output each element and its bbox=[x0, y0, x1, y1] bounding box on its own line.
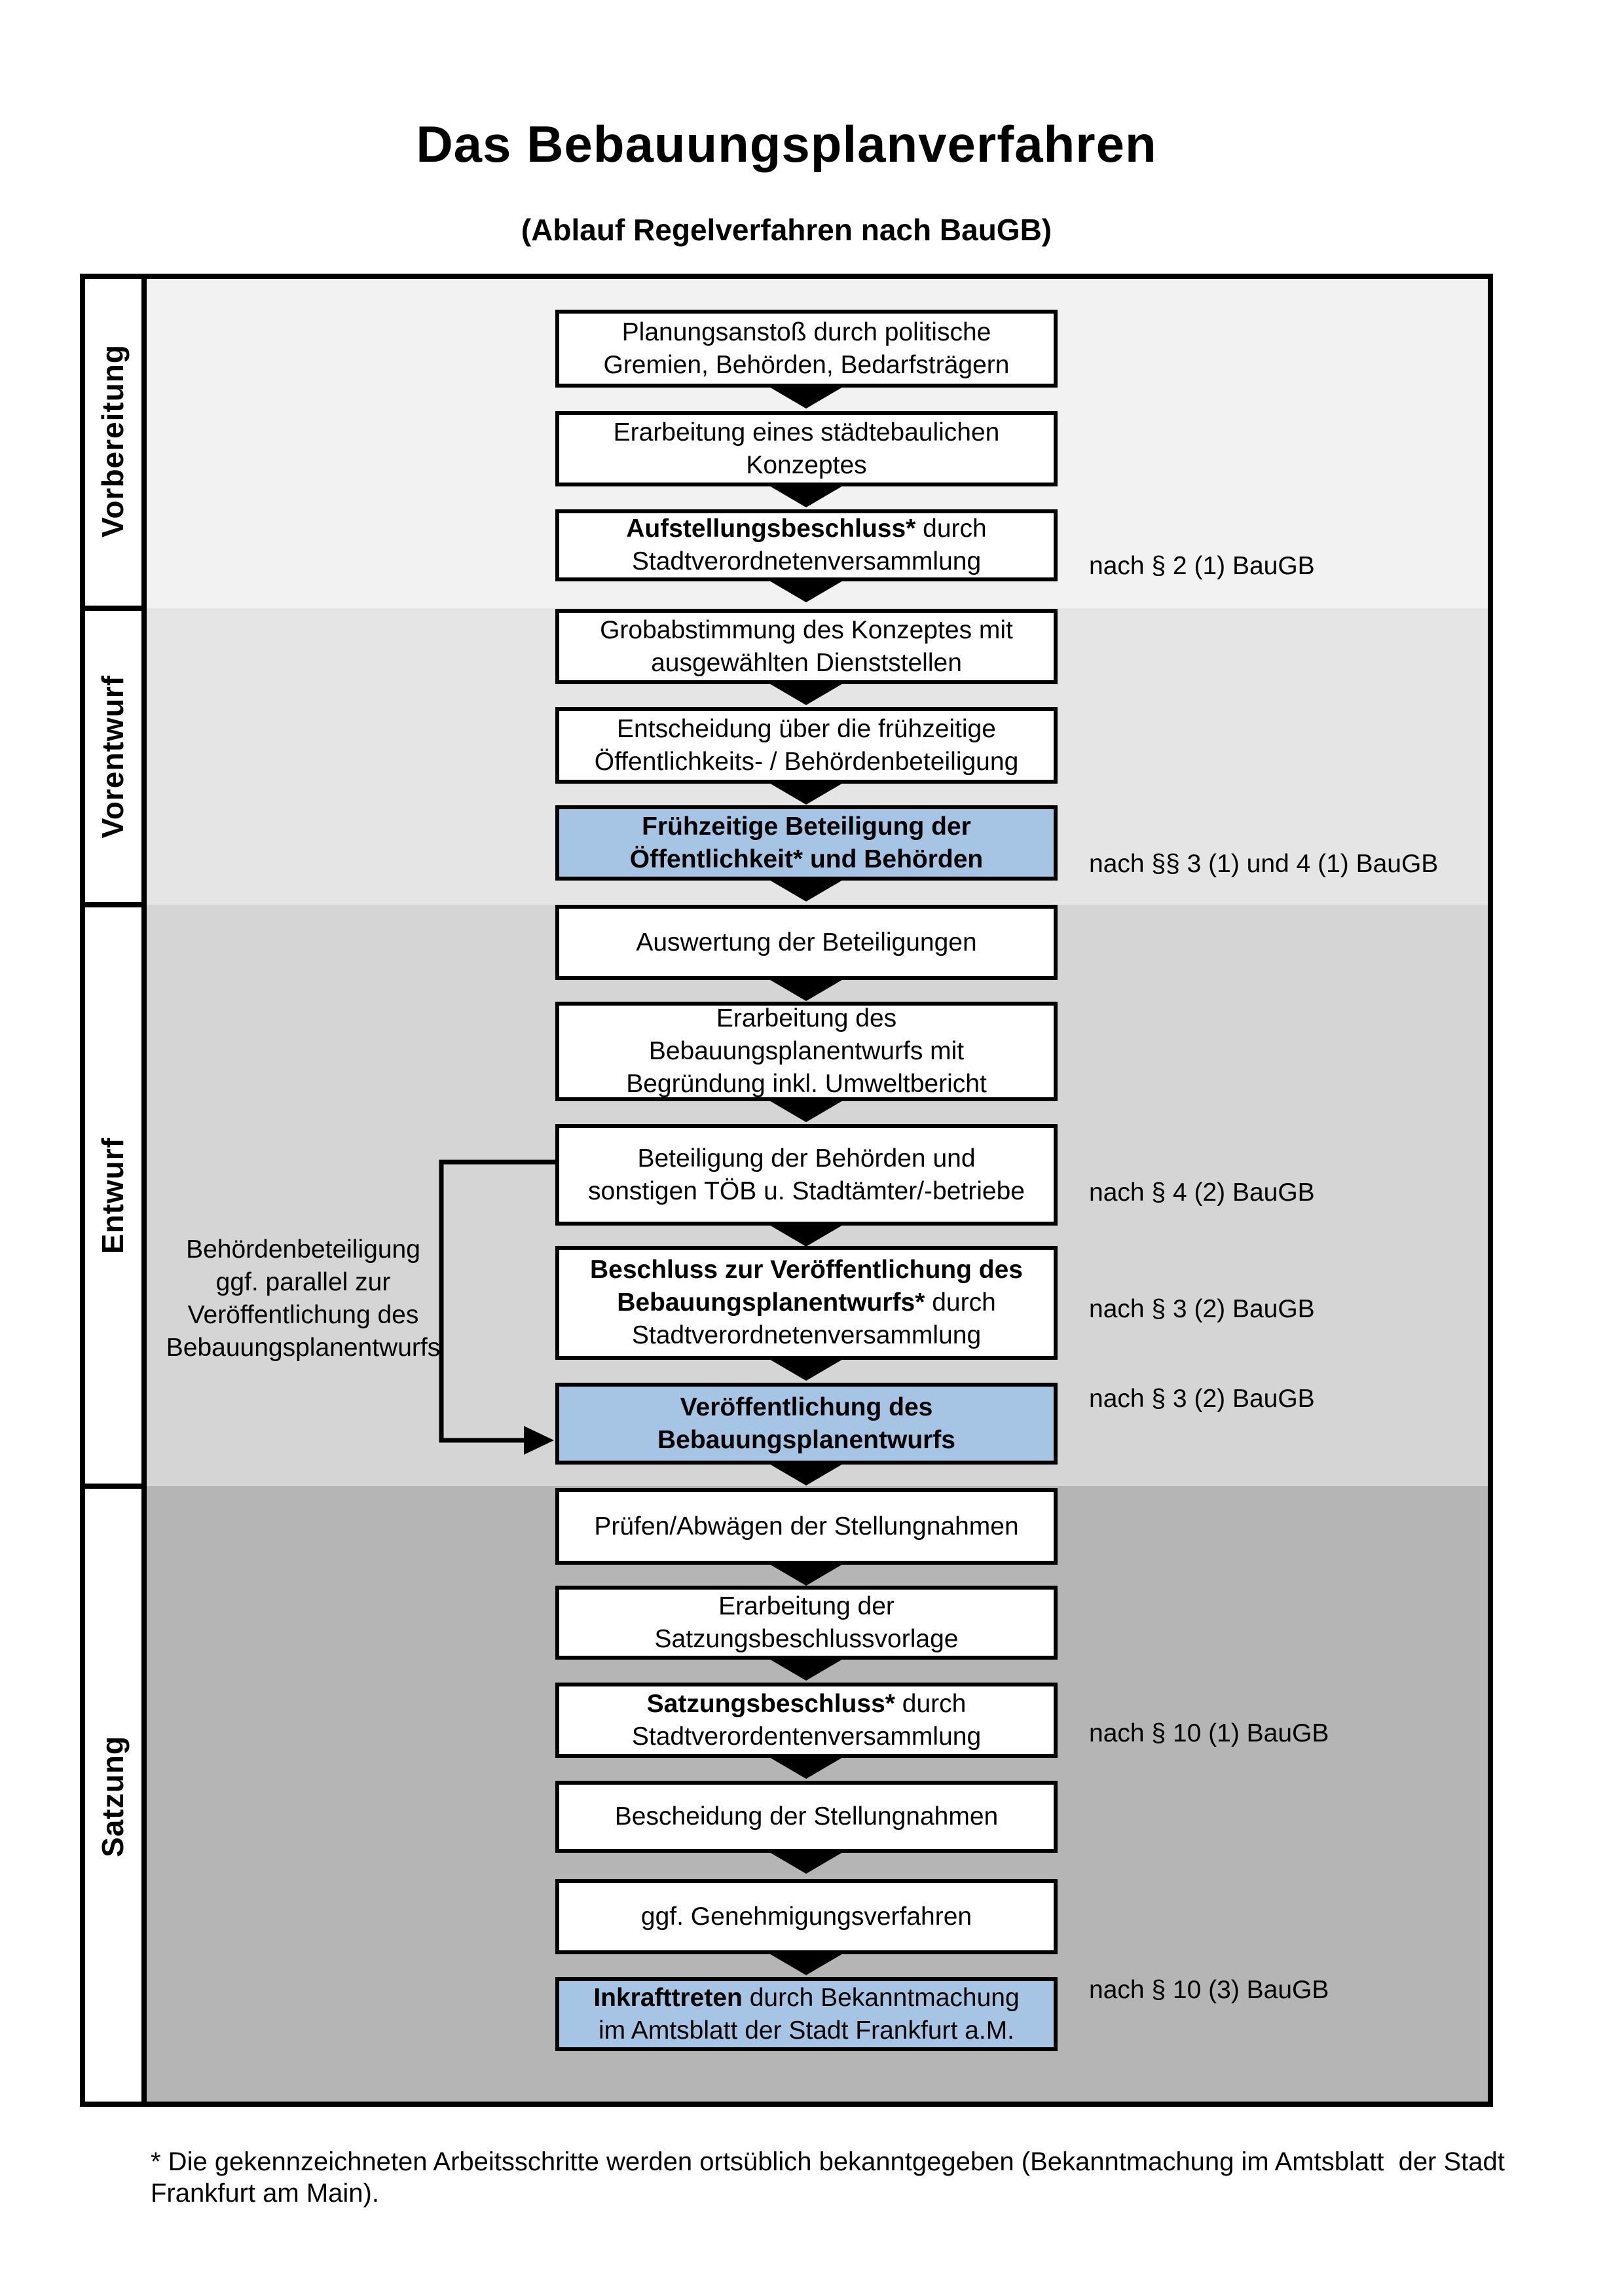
side-note-line: Veröffentlichung des bbox=[187, 1301, 419, 1329]
flow-step-text-line: Aufstellungsbeschluss* durch bbox=[626, 515, 987, 543]
down-arrow-icon bbox=[768, 1851, 844, 1874]
flow-step-text-line: Satzungsbeschlussvorlage bbox=[654, 1624, 959, 1653]
law-reference: nach § 10 (3) BauGB bbox=[1089, 1976, 1329, 2004]
flow-step-text-line: sonstigen TÖB u. Stadtämter/-betriebe bbox=[588, 1176, 1025, 1205]
down-arrow-icon bbox=[768, 1100, 844, 1122]
down-arrow-icon bbox=[768, 1757, 844, 1779]
down-arrow-icon bbox=[768, 1953, 844, 1975]
down-arrow-icon bbox=[768, 485, 844, 507]
phase-label-vorentwurf: Vorentwurf bbox=[80, 608, 145, 905]
flow-step-text-line: Grobabstimmung des Konzeptes mit bbox=[600, 615, 1013, 644]
flow-step-text-line: Satzungsbeschluss* durch bbox=[646, 1689, 967, 1718]
flow-step-text-line: Bebauungsplanentwurfs mit bbox=[648, 1037, 965, 1065]
flow-step-4: Grobabstimmung des Konzeptes mit ausgewäh… bbox=[555, 609, 1058, 684]
flow-step-text-line: Prüfen/Abwägen der Stellungnahmen bbox=[594, 1512, 1019, 1540]
flow-step-text-line: Öffentlichkeit* und Behörden bbox=[629, 845, 984, 873]
side-note-line: ggf. parallel zur bbox=[215, 1268, 391, 1296]
flow-step-text-line: Erarbeitung der bbox=[718, 1592, 895, 1620]
flow-step-12: Prüfen/Abwägen der Stellungnahmen bbox=[555, 1488, 1058, 1565]
down-arrow-icon bbox=[768, 580, 844, 602]
flow-step-text-line: Stadtverordnetenversammlung bbox=[631, 547, 982, 575]
down-arrow-icon bbox=[768, 782, 844, 805]
label-column-divider bbox=[141, 274, 147, 2107]
flow-step-text-line: Beschluss zur Veröffentlichung des bbox=[590, 1256, 1023, 1284]
down-arrow-icon bbox=[768, 979, 844, 1001]
phase-label-column bbox=[80, 274, 145, 2107]
flow-step-text-line: Frühzeitige Beteiligung der bbox=[642, 812, 971, 841]
law-reference: nach § 3 (2) BauGB bbox=[1089, 1385, 1315, 1413]
flow-step-text-line: Stadtverordnetenversammlung bbox=[631, 1321, 982, 1349]
page-subtitle: (Ablauf Regelverfahren nach BauGB) bbox=[521, 213, 1052, 247]
down-arrow-icon bbox=[768, 1224, 844, 1247]
phase-label-vorbereitung: Vorbereitung bbox=[80, 274, 145, 608]
flow-step-text-line: Bebauungsplanentwurfs bbox=[657, 1425, 956, 1454]
flow-step-text-line: Inkrafttreten durch Bekanntmachung bbox=[593, 1983, 1020, 2012]
flow-step-text-line: Beteiligung der Behörden und bbox=[637, 1144, 976, 1173]
phase-label-text: Satzung bbox=[96, 1736, 130, 1857]
section-divider bbox=[80, 1484, 147, 1489]
flow-step-9: Beteiligung der Behörden und sonstigen TÖ… bbox=[555, 1124, 1058, 1226]
section-divider bbox=[80, 606, 147, 611]
flow-step-text-line: Entscheidung über die frühzeitige bbox=[617, 714, 996, 743]
section-divider bbox=[80, 902, 147, 907]
flow-step-text-line: Konzeptes bbox=[746, 450, 867, 479]
law-reference: nach § 3 (2) BauGB bbox=[1089, 1295, 1315, 1323]
page-title: Das Bebauungsplanverfahren bbox=[416, 115, 1157, 173]
down-arrow-icon bbox=[768, 683, 844, 705]
flow-step-text-line: Veröffentlichung des bbox=[680, 1393, 933, 1421]
flow-step-text-line: Stadtverordentenversammlung bbox=[631, 1722, 982, 1751]
footnote-line: * Die gekennzeichneten Arbeitsschritte w… bbox=[151, 2147, 1505, 2176]
footnote-line: Frankfurt am Main). bbox=[151, 2179, 379, 2208]
flow-step-16: ggf. Genehmigungsverfahren bbox=[555, 1879, 1058, 1954]
side-note-line: Behördenbeteiligung bbox=[186, 1235, 420, 1264]
flow-step-text-line: Öffentlichkeits- / Behördenbeteiligung bbox=[594, 747, 1019, 776]
flow-step-17-highlighted: Inkrafttreten durch Bekanntmachung im Amt… bbox=[555, 1977, 1058, 2051]
flow-step-text-line: Auswertung der Beteiligungen bbox=[636, 928, 977, 957]
flow-step-text-line: Bescheidung der Stellungnahmen bbox=[614, 1802, 999, 1831]
law-reference: nach § 2 (1) BauGB bbox=[1089, 552, 1315, 580]
header: Das Bebauungsplanverfahren (Ablauf Regel… bbox=[80, 115, 1493, 247]
flow-step-text-line: Erarbeitung des bbox=[716, 1004, 897, 1032]
flow-step-text-line: ausgewählten Dienststellen bbox=[651, 648, 962, 677]
flow-step-text-line: ggf. Genehmigungsverfahren bbox=[640, 1902, 972, 1931]
down-arrow-icon bbox=[768, 879, 844, 902]
phase-label-satzung: Satzung bbox=[80, 1486, 145, 2107]
down-arrow-icon bbox=[768, 1463, 844, 1485]
law-reference: nach § 10 (1) BauGB bbox=[1089, 1719, 1329, 1747]
flow-step-text-line: Planungsanstoß durch politische bbox=[621, 318, 991, 346]
flow-step-text-line: Erarbeitung eines städtebaulichen bbox=[613, 418, 1000, 446]
down-arrow-icon bbox=[768, 1358, 844, 1381]
flow-step-text-line: Bebauungsplanentwurfs* durch bbox=[617, 1288, 996, 1317]
law-reference: nach §§ 3 (1) und 4 (1) BauGB bbox=[1089, 850, 1439, 878]
law-reference: nach § 4 (2) BauGB bbox=[1089, 1178, 1315, 1207]
flow-step-text-line: im Amtsblatt der Stadt Frankfurt a.M. bbox=[598, 2016, 1015, 2045]
footnote: * Die gekennzeichneten Arbeitsschritte w… bbox=[151, 2146, 1505, 2209]
down-arrow-icon bbox=[768, 1658, 844, 1681]
phase-label-text: Vorentwurf bbox=[96, 674, 130, 839]
phase-label-text: Vorbereitung bbox=[96, 344, 130, 538]
side-note-line: Bebauungsplanentwurfs bbox=[166, 1334, 441, 1362]
flow-step-text-line: Begründung inkl. Umweltbericht bbox=[626, 1070, 987, 1098]
phase-label-entwurf: Entwurf bbox=[80, 905, 145, 1486]
flow-step-text-line: Gremien, Behörden, Bedarfsträgern bbox=[603, 350, 1010, 379]
down-arrow-icon bbox=[768, 386, 844, 409]
down-arrow-icon bbox=[768, 1563, 844, 1586]
side-note: Behördenbeteiligung ggf. parallel zur Ve… bbox=[118, 1233, 489, 1364]
flow-step-15: Bescheidung der Stellungnahmen bbox=[555, 1781, 1058, 1853]
flow-step-7: Auswertung der Beteiligungen bbox=[555, 905, 1058, 980]
